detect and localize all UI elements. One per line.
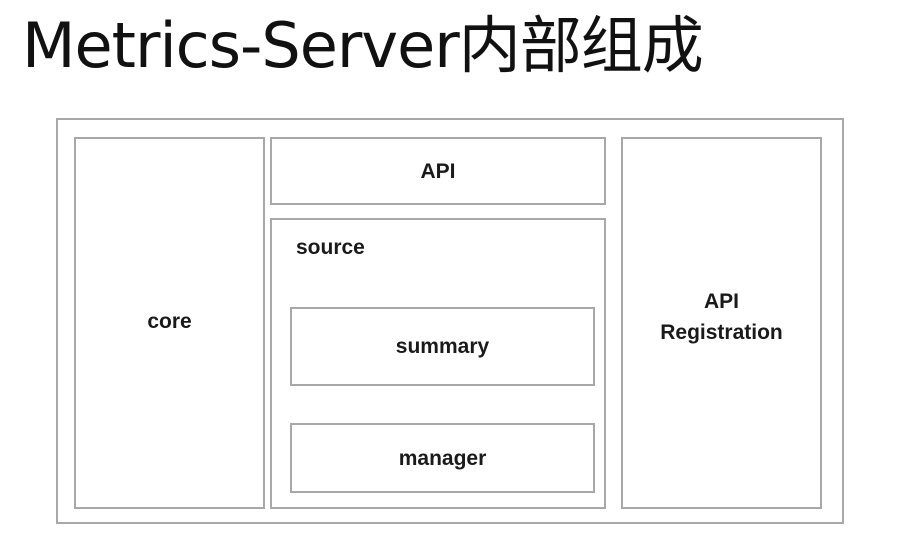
api-registration-component: API Registration [621, 137, 822, 509]
api-registration-label-line1: API [703, 290, 739, 313]
source-label: source [296, 236, 365, 259]
manager-label: manager [398, 446, 487, 470]
core-label: core [147, 309, 192, 333]
manager-component: manager [290, 423, 595, 493]
summary-component: summary [290, 307, 595, 386]
summary-label: summary [395, 335, 490, 358]
api-registration-label: API Registration [660, 286, 783, 360]
core-component: core [74, 137, 265, 509]
api-component: API [270, 137, 606, 205]
api-registration-label-line2: Registration [660, 321, 783, 344]
api-label: API [420, 159, 456, 183]
page-title: Metrics-Server内部组成 [22, 9, 704, 82]
